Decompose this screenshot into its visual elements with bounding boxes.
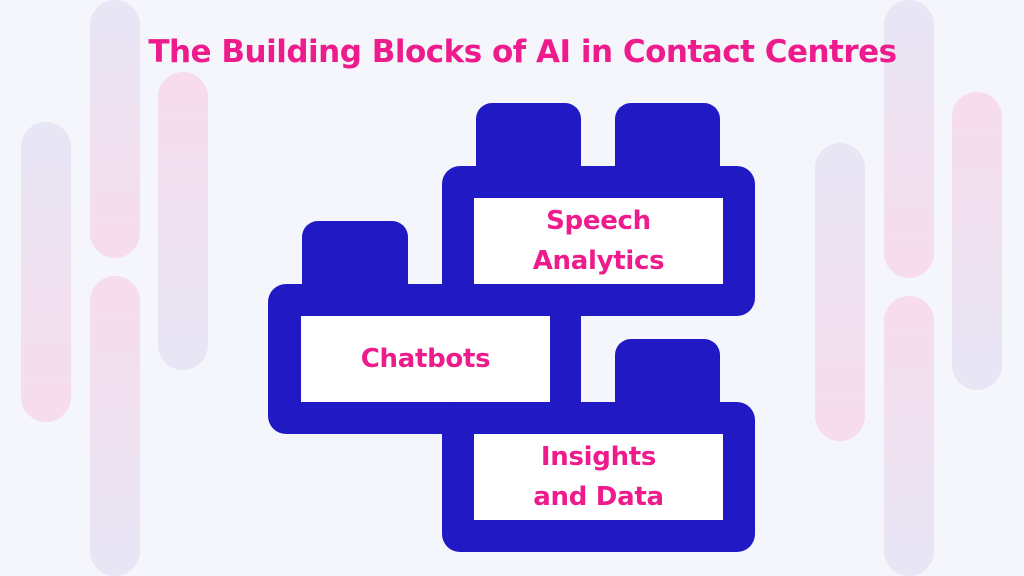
block-stud [302, 221, 408, 296]
decorative-pill [884, 296, 934, 576]
block-face: Speech Analytics [474, 198, 723, 284]
block-stud [615, 103, 720, 178]
page-title: The Building Blocks of AI in Contact Cen… [148, 34, 897, 70]
block-insights-and-data: Insights and Data [442, 402, 755, 552]
decorative-pill [158, 72, 208, 370]
block-label-speech-analytics: Speech Analytics [532, 206, 665, 276]
decorative-pill [21, 122, 71, 422]
block-face: Insights and Data [474, 434, 723, 520]
block-label-chatbots: Chatbots [360, 344, 491, 374]
decorative-pill [884, 0, 934, 278]
decorative-pill [952, 92, 1002, 390]
decorative-pill [90, 276, 140, 576]
block-chatbots: Chatbots [268, 284, 581, 434]
block-stud [476, 103, 581, 178]
decorative-pill [815, 143, 865, 441]
block-label-insights-and-data: Insights and Data [533, 442, 664, 512]
block-stud [615, 339, 720, 414]
block-face: Chatbots [301, 316, 550, 402]
decorative-pill [90, 0, 140, 258]
